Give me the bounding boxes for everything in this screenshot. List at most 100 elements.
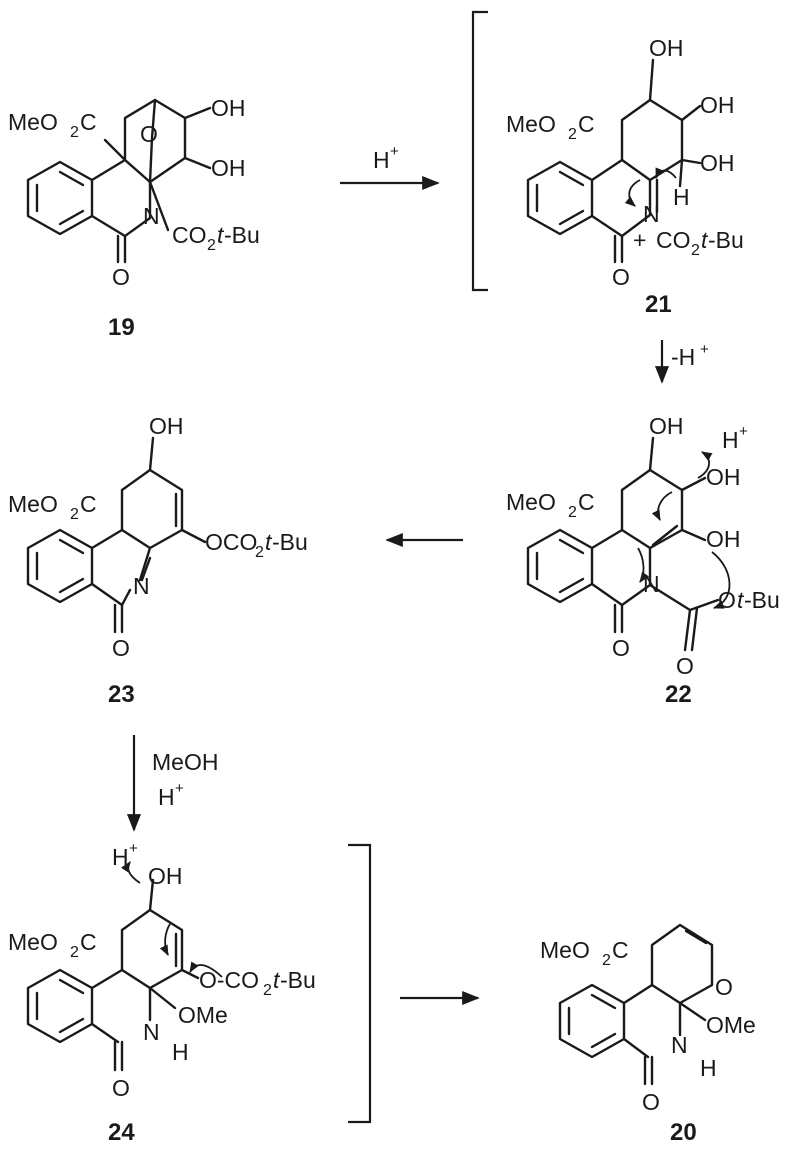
compound-label-24: 24 bbox=[108, 1119, 135, 1146]
svg-text:OH: OH bbox=[706, 464, 741, 490]
svg-text:t: t bbox=[701, 227, 709, 253]
svg-text:O: O bbox=[612, 264, 630, 290]
svg-text:OCO: OCO bbox=[205, 529, 257, 555]
arrow-23-to-24: MeOH H + bbox=[126, 735, 218, 832]
svg-text:C: C bbox=[578, 489, 595, 515]
svg-text:C: C bbox=[612, 937, 629, 963]
svg-text:+: + bbox=[175, 780, 184, 797]
svg-text:O: O bbox=[715, 974, 733, 1000]
svg-text:2: 2 bbox=[255, 544, 264, 561]
svg-text:H: H bbox=[673, 184, 690, 210]
svg-text:N: N bbox=[643, 571, 660, 597]
compound-label-23: 23 bbox=[108, 681, 135, 708]
svg-text:OMe: OMe bbox=[178, 1002, 228, 1028]
svg-text:O: O bbox=[676, 653, 694, 679]
svg-text:N: N bbox=[133, 573, 150, 599]
svg-text:OMe: OMe bbox=[706, 1012, 756, 1038]
svg-text:OH: OH bbox=[706, 526, 741, 552]
svg-text:H: H bbox=[172, 1039, 189, 1065]
svg-text:OH: OH bbox=[148, 863, 183, 889]
compound-24-labels: H + OH MeO 2 C O-CO 2 t -Bu OMe N H O 24 bbox=[8, 840, 316, 1146]
arrow-21-to-22: -H + bbox=[654, 340, 709, 384]
svg-text:2: 2 bbox=[691, 242, 700, 259]
svg-text:O: O bbox=[718, 587, 736, 613]
compound-21-labels: MeO 2 C OH OH OH H N O + CO 2 t -Bu 21 bbox=[506, 35, 744, 318]
compound-22-labels: MeO 2 C OH H + OH OH N O O O t -Bu 22 bbox=[506, 413, 780, 708]
svg-text:+: + bbox=[390, 143, 399, 160]
compound-22-structure bbox=[526, 436, 731, 652]
svg-text:OH: OH bbox=[649, 413, 684, 439]
svg-text:CO: CO bbox=[172, 222, 207, 248]
svg-text:2: 2 bbox=[568, 504, 577, 521]
svg-text:H: H bbox=[158, 784, 175, 810]
svg-text:-Bu: -Bu bbox=[744, 587, 780, 613]
svg-text:MeOH: MeOH bbox=[152, 749, 218, 775]
svg-text:-Bu: -Bu bbox=[708, 227, 744, 253]
compound-20-structure bbox=[558, 923, 714, 1086]
compound-19-structure bbox=[26, 98, 212, 264]
bracket-24 bbox=[348, 843, 372, 1124]
compound-label-21: 21 bbox=[645, 291, 672, 318]
svg-text:2: 2 bbox=[70, 506, 79, 523]
compound-label-19: 19 bbox=[108, 314, 135, 341]
svg-text:MeO: MeO bbox=[506, 489, 556, 515]
svg-text:O: O bbox=[112, 635, 130, 661]
svg-text:t: t bbox=[737, 587, 745, 613]
svg-text:-Bu: -Bu bbox=[224, 222, 260, 248]
svg-text:O-CO: O-CO bbox=[199, 967, 259, 993]
svg-text:N: N bbox=[143, 1019, 160, 1045]
svg-text:2: 2 bbox=[602, 952, 611, 969]
svg-text:t: t bbox=[265, 529, 273, 555]
svg-text:O: O bbox=[112, 264, 130, 290]
svg-text:2: 2 bbox=[568, 126, 577, 143]
svg-text:O: O bbox=[112, 1075, 130, 1101]
svg-text:OH: OH bbox=[649, 35, 684, 61]
compound-23-labels: MeO 2 C OH OCO 2 t -Bu N O 23 bbox=[8, 413, 308, 708]
svg-text:-Bu: -Bu bbox=[272, 529, 308, 555]
svg-text:C: C bbox=[578, 111, 595, 137]
compound-21-structure bbox=[526, 58, 702, 264]
svg-text:OH: OH bbox=[700, 150, 735, 176]
compound-24-structure bbox=[26, 861, 223, 1072]
svg-text:C: C bbox=[80, 109, 97, 135]
svg-text:H: H bbox=[373, 147, 390, 173]
svg-text:C: C bbox=[80, 491, 97, 517]
compound-label-22: 22 bbox=[665, 681, 692, 708]
svg-text:+: + bbox=[633, 227, 646, 253]
svg-text:O: O bbox=[612, 635, 630, 661]
svg-text:OH: OH bbox=[700, 92, 735, 118]
svg-text:H: H bbox=[112, 844, 129, 870]
svg-text:2: 2 bbox=[207, 237, 216, 254]
svg-text:2: 2 bbox=[263, 982, 272, 999]
svg-text:OH: OH bbox=[149, 413, 184, 439]
svg-text:OH: OH bbox=[211, 95, 246, 121]
compound-23-structure bbox=[26, 436, 207, 634]
svg-text:O: O bbox=[140, 121, 158, 147]
compound-20-labels: MeO 2 C O OMe N H O 20 bbox=[540, 937, 756, 1146]
svg-text:OH: OH bbox=[211, 155, 246, 181]
svg-text:-H: -H bbox=[671, 344, 695, 370]
svg-text:H: H bbox=[722, 427, 739, 453]
arrow-19-to-21: H + bbox=[340, 143, 440, 191]
svg-text:+: + bbox=[700, 341, 709, 358]
compound-label-20: 20 bbox=[670, 1119, 697, 1146]
svg-text:H: H bbox=[700, 1055, 717, 1081]
svg-text:N: N bbox=[643, 201, 660, 227]
svg-text:O: O bbox=[642, 1089, 660, 1115]
svg-text:N: N bbox=[143, 203, 160, 229]
svg-text:MeO: MeO bbox=[506, 111, 556, 137]
compound-19-labels: MeO 2 C OH OH O N O CO 2 t -Bu 19 bbox=[8, 95, 260, 341]
svg-text:C: C bbox=[80, 929, 97, 955]
svg-text:CO: CO bbox=[656, 227, 691, 253]
svg-text:MeO: MeO bbox=[540, 937, 590, 963]
svg-text:2: 2 bbox=[70, 124, 79, 141]
svg-text:MeO: MeO bbox=[8, 491, 58, 517]
svg-text:+: + bbox=[129, 840, 138, 857]
svg-text:MeO: MeO bbox=[8, 109, 58, 135]
svg-text:N: N bbox=[671, 1032, 688, 1058]
bracket-21 bbox=[471, 10, 488, 292]
svg-text:+: + bbox=[739, 423, 748, 440]
svg-text:2: 2 bbox=[70, 944, 79, 961]
svg-text:-Bu: -Bu bbox=[280, 967, 316, 993]
